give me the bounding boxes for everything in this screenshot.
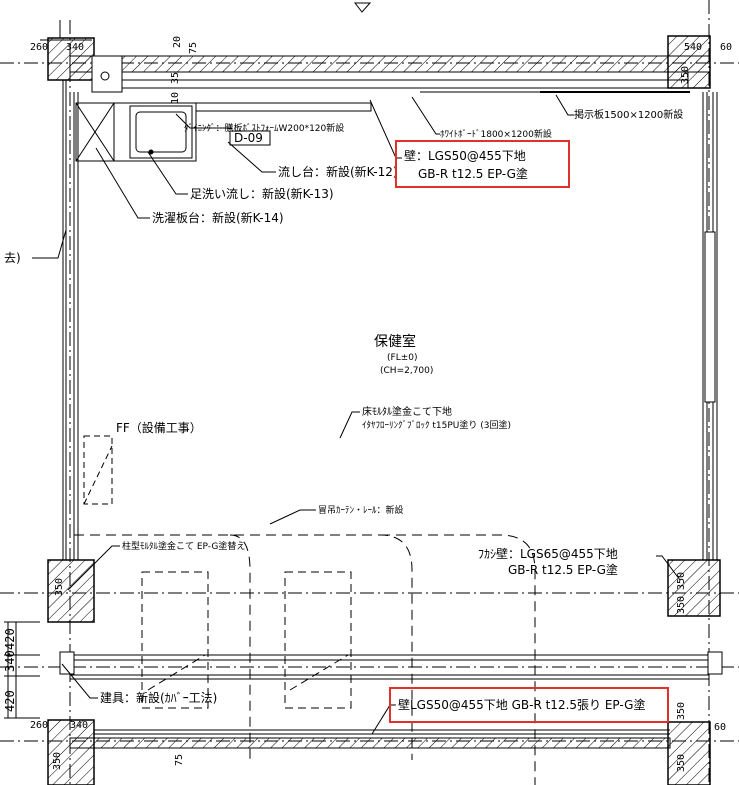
label-floor-2: ｲﾀﾔﾌﾛｰﾘﾝｸﾞﾌﾞﾛｯｸ t15PU塗り (3回塗) <box>362 419 511 431</box>
label-floor-1: 床ﾓﾙﾀﾙ塗金こて下地 <box>362 405 452 418</box>
room-ch: (CH=2,700) <box>380 366 433 376</box>
highlight-top-line2: GB-R t12.5 EP-G塗 <box>418 166 528 181</box>
dim-420-b: 420 <box>3 690 17 712</box>
label-curtain: 冒吊ｶｰﾃﾝ・ﾚｰﾙ：新設 <box>318 504 404 516</box>
dim-350-bottom-left: 350 <box>52 752 63 770</box>
highlight-box-bottom <box>389 687 669 723</box>
label-footwash: 足洗い流し：新設(新K-13) <box>190 186 334 201</box>
top-wall <box>69 55 711 93</box>
highlight-bottom-line: 壁LGS50@455下地 GB-R t12.5張り EP-G塗 <box>398 697 645 712</box>
column-top-left <box>47 37 123 93</box>
label-ff: FF（設備工事） <box>116 420 202 435</box>
dim-60-bottom: 60 <box>714 722 726 733</box>
label-whiteboard: ﾎﾜｲﾄﾎﾞｰﾄﾞ1800×1200新設 <box>440 128 552 140</box>
dim-75-bottom: 75 <box>174 754 185 766</box>
dim-35: 35 <box>170 72 181 84</box>
dim-350-bottom-right: 350 <box>676 754 687 772</box>
dim-20: 20 <box>172 36 183 48</box>
label-fitting: 建具：新設(ｶﾊﾞｰ工法) <box>100 690 217 705</box>
dim-350-top-right: 350 <box>680 66 691 84</box>
kitchen-counter <box>75 102 372 162</box>
left-dimension-lines <box>4 20 92 719</box>
label-fukashi-2: GB-R t12.5 EP-G塗 <box>508 562 618 577</box>
opening-lines <box>59 651 723 680</box>
label-tag: D-09 <box>234 131 263 145</box>
column-right-mid <box>667 559 721 617</box>
beds <box>141 571 352 709</box>
label-sink: 流し台：新設(新K-12) <box>278 164 398 179</box>
highlight-top-line1: 壁：LGS50@455下地 <box>404 148 526 163</box>
dim-350-left: 350 <box>54 578 65 596</box>
column-bottom-left <box>47 719 95 785</box>
label-notice-board: 掲示板1500×1200新設 <box>574 108 683 121</box>
column-top-right <box>667 35 711 89</box>
highlight-box-top <box>395 140 570 188</box>
dim-340-bottom: 340 <box>70 720 88 731</box>
dim-350-right-a: 350 <box>676 572 687 590</box>
label-left-cut: 去) <box>4 251 21 265</box>
north-marker <box>353 2 372 13</box>
column-bottom-right <box>667 721 711 785</box>
label-column-finish: 柱型ﾓﾙﾀﾙ塗金こて EP-G塗替え <box>122 540 245 552</box>
left-wall <box>62 80 79 560</box>
bottom-wall <box>69 729 671 749</box>
leader-lines <box>32 94 681 735</box>
highlight-bottom: 壁LGS50@455下地 GB-R t12.5張り EP-G塗 <box>389 687 669 723</box>
ff-equipment <box>83 435 113 505</box>
dim-340-left: 340 <box>3 650 17 672</box>
dim-260-top: 260 <box>30 42 48 53</box>
dim-350-right-c: 350 <box>676 702 687 720</box>
dim-10: 10 <box>170 92 181 104</box>
room-fl: (FL±0) <box>387 353 417 363</box>
annotations: ﾀﾞｲﾆﾝｸﾞ：膳板ﾎﾞｽﾄﾌｫｰﾑW200*120新設 D-09 ﾎﾜｲﾄﾎﾞ… <box>4 108 683 705</box>
label-dining: ﾀﾞｲﾆﾝｸﾞ：膳板ﾎﾞｽﾄﾌｫｰﾑW200*120新設 <box>184 122 344 134</box>
dimension-labels: 260 340 20 75 10 35 540 60 350 350 420 3… <box>3 36 732 772</box>
label-fukashi-1: ﾌｶｼ壁：LGS65@455下地 <box>478 546 618 561</box>
curtain-rail <box>74 534 536 785</box>
dim-340-top: 340 <box>66 42 84 53</box>
column-left-mid <box>47 559 95 623</box>
dim-60-top: 60 <box>720 42 732 53</box>
right-wall <box>702 92 718 560</box>
dim-75-top: 75 <box>188 42 199 54</box>
tag-box <box>229 130 271 146</box>
dim-420-a: 420 <box>3 628 17 650</box>
label-laundry: 洗濯板台：新設(新K-14) <box>152 210 284 225</box>
dim-350-right-b: 350 <box>676 596 687 614</box>
room-name: 保健室 <box>374 333 416 350</box>
highlight-top: 壁：LGS50@455下地 GB-R t12.5 EP-G塗 <box>395 140 570 188</box>
dim-540: 540 <box>684 42 702 53</box>
dim-260-bottom: 260 <box>30 720 48 731</box>
